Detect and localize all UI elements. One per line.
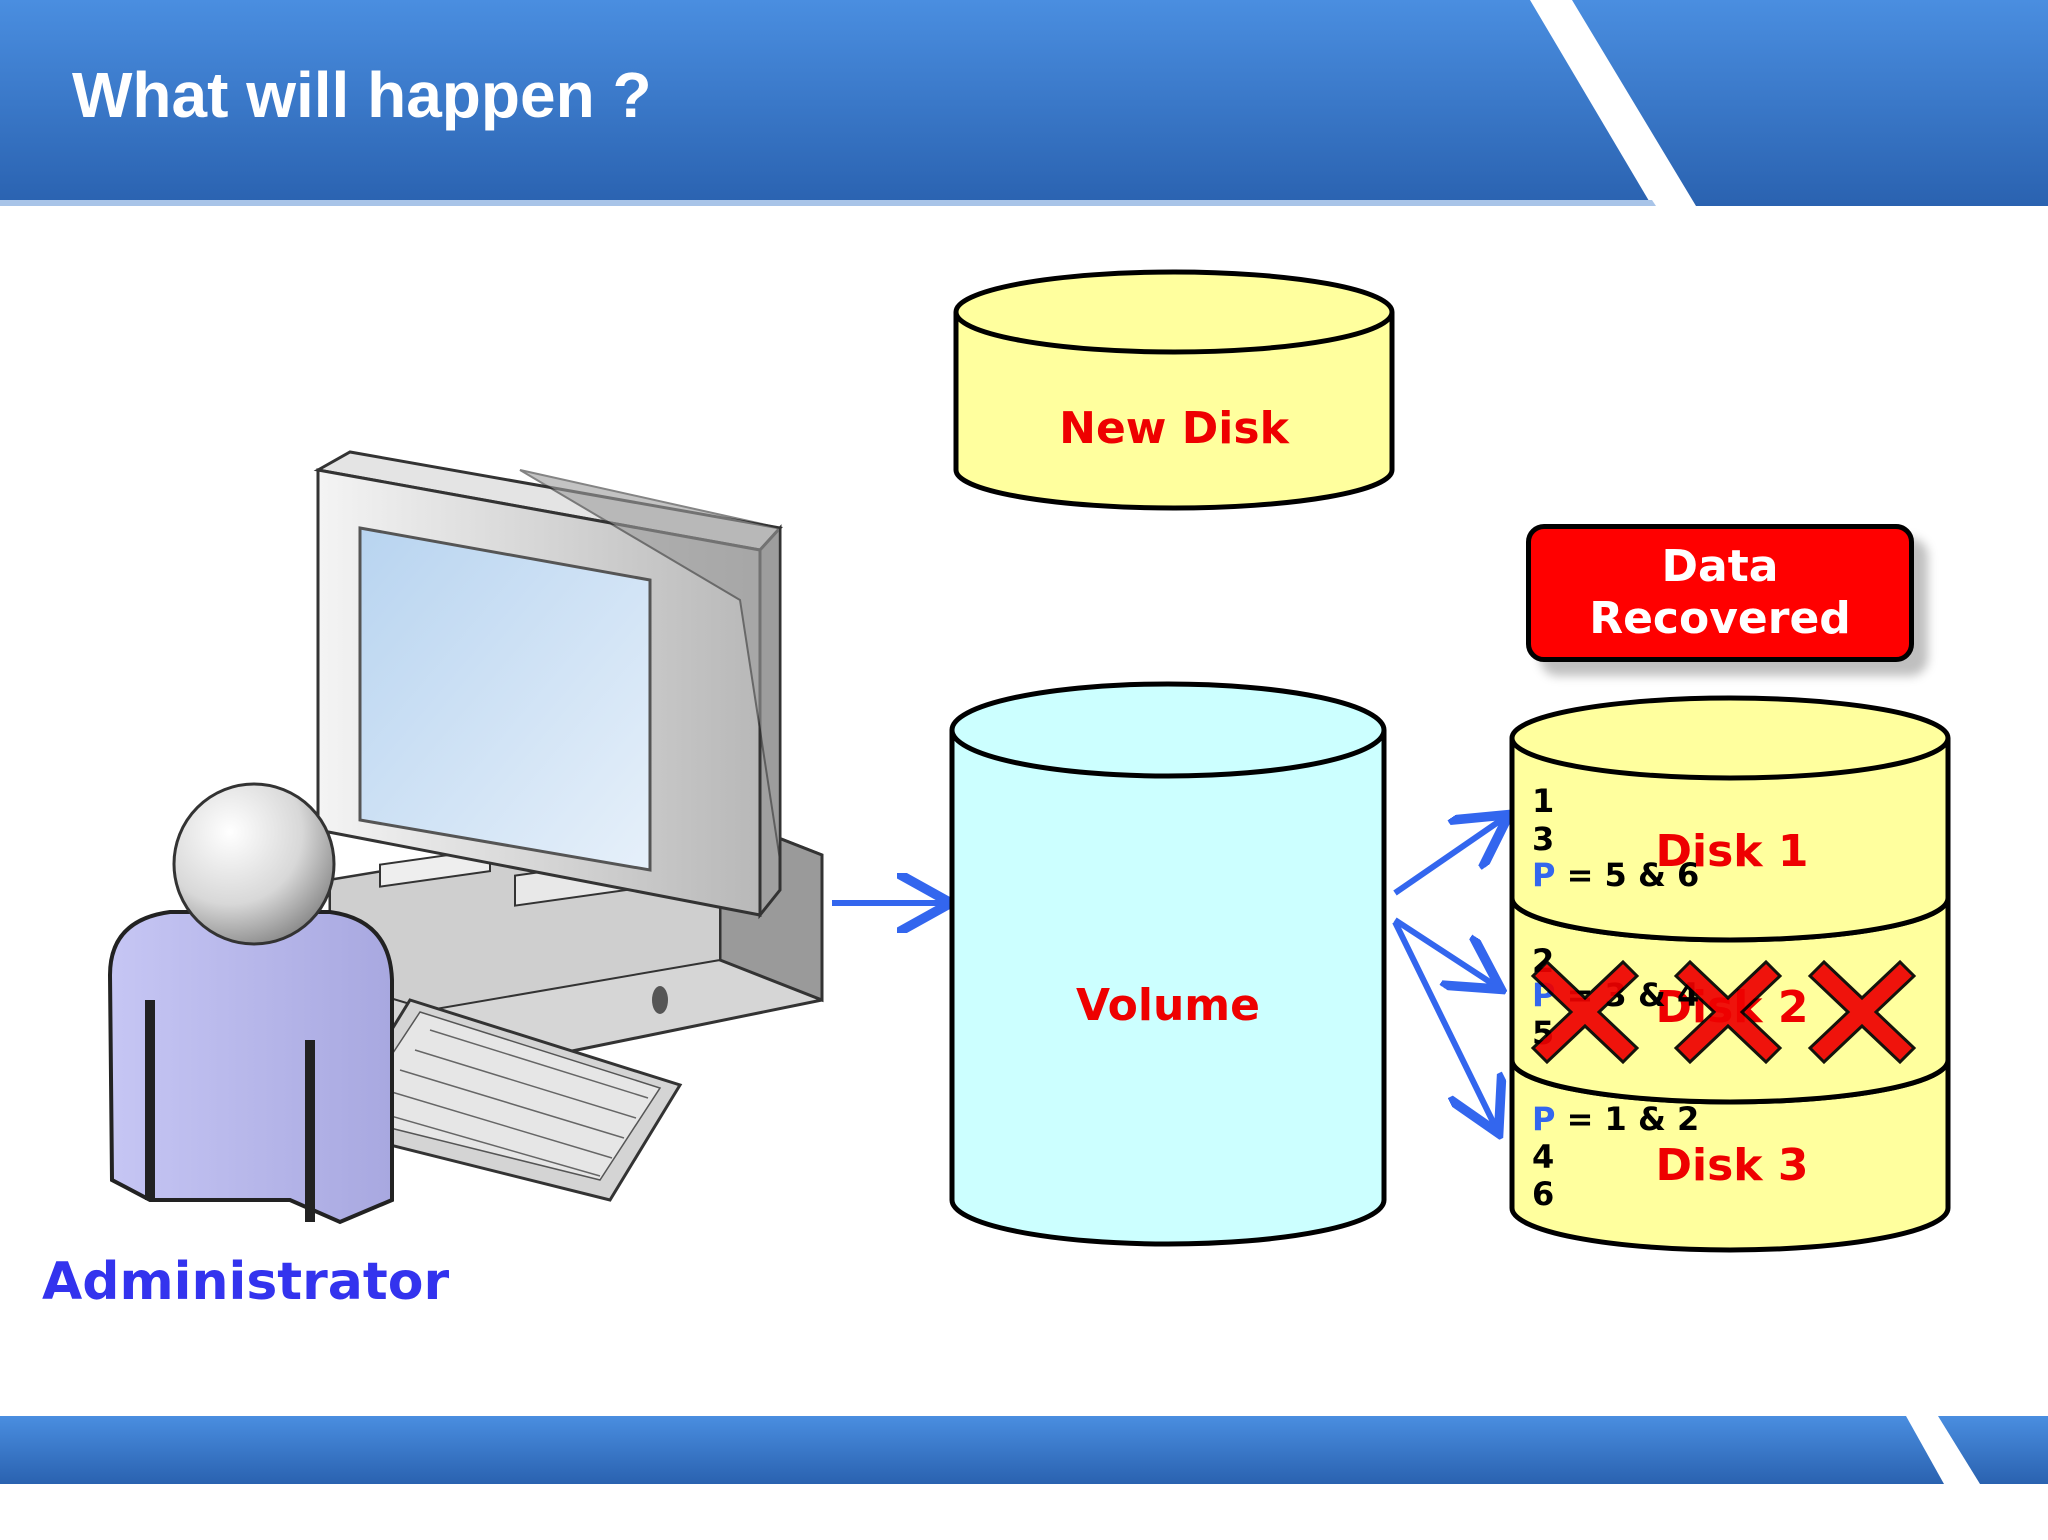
new-disk-label: New Disk (1059, 403, 1290, 454)
header-bar (0, 0, 2048, 206)
disk-1-line-2: 3 (1532, 820, 1554, 858)
volume-cylinder: Volume (949, 681, 1387, 1247)
disk-3-line-1: P = 1 & 2 (1532, 1100, 1699, 1138)
disk-stack: Disk 3 P = 1 & 2 4 6 Disk 2 2 P = 3 & 4 … (1509, 695, 1951, 1253)
disk-1: Disk 1 1 3 P = 5 & 6 (1509, 695, 1951, 943)
failure-x-icon (1530, 959, 1640, 1065)
administrator-label: Administrator (42, 1252, 450, 1312)
arrows-volume-to-disks (1392, 818, 1504, 1128)
disk-1-line-1: 1 (1532, 782, 1554, 820)
disk-3-line-2: 4 (1532, 1138, 1554, 1176)
disk-3: Disk 3 P = 1 & 2 4 6 (1509, 1059, 1951, 1253)
failure-x-icon (1807, 959, 1917, 1065)
computer-icon (313, 450, 824, 1202)
slide-title: What will happen ? (72, 59, 652, 131)
admin-person-icon (107, 782, 394, 1225)
disk-3-label: Disk 3 (1656, 1140, 1809, 1191)
volume-label: Volume (1076, 980, 1260, 1031)
new-disk-cylinder: New Disk (953, 269, 1395, 511)
failure-x-icon (1673, 959, 1783, 1065)
disk-1-label: Disk 1 (1656, 826, 1809, 877)
footer-bar (0, 1416, 2048, 1484)
data-recovered-line-2: Recovered (1589, 593, 1851, 644)
data-recovered-line-1: Data (1661, 541, 1779, 592)
disk-1-line-3: P = 5 & 6 (1532, 856, 1699, 894)
data-recovered-button[interactable]: Data Recovered (1526, 524, 1914, 662)
disk-3-line-3: 6 (1532, 1175, 1554, 1213)
